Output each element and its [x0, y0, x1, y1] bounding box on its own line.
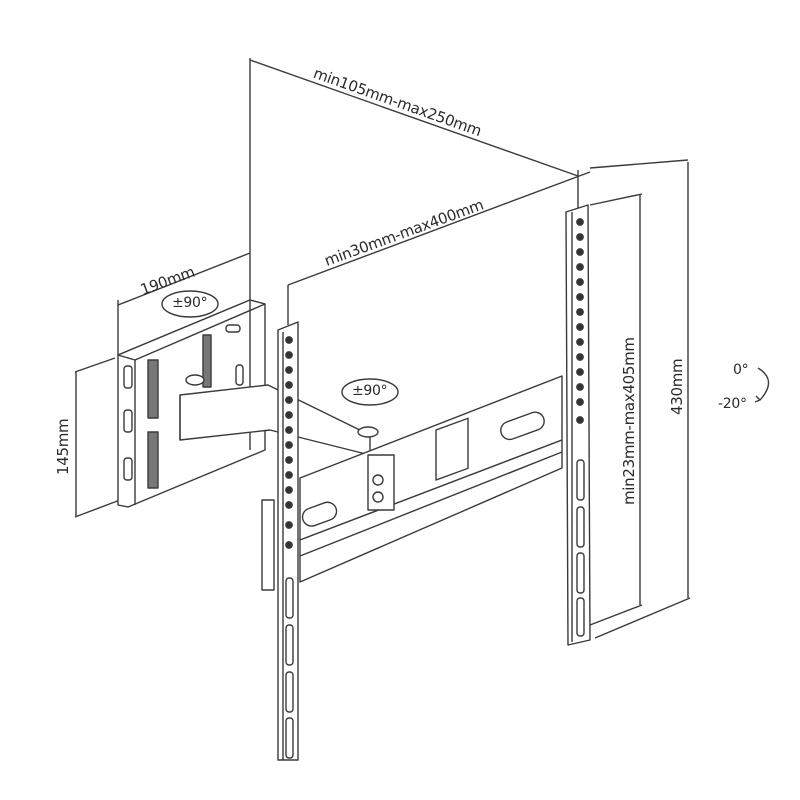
crossbar: [299, 375, 563, 583]
left-vertical-rail: [261, 321, 299, 761]
dimension-vesa-vertical: [589, 159, 691, 639]
label-wall-swivel: ±90°: [172, 295, 208, 311]
dimension-extension-depth: [249, 58, 579, 300]
swivel-indicator-arm: [341, 378, 399, 406]
tilt-arrow-icon: [757, 367, 770, 401]
label-arm-swivel: ±90°: [352, 383, 388, 399]
right-vertical-rail: [565, 204, 591, 646]
swivel-indicator-wall: [161, 290, 219, 318]
label-bracket-height: 430mm: [668, 358, 686, 415]
dimension-plate-width: [117, 252, 251, 355]
label-tilt-bottom: -20°: [718, 396, 747, 412]
label-tilt-top: 0°: [733, 362, 749, 378]
dimension-arm-span: [287, 171, 591, 325]
dimension-plate-height: [74, 357, 121, 518]
label-plate-height: 145mm: [54, 418, 72, 475]
label-vesa-vertical: min23mm-max405mm: [620, 337, 638, 505]
